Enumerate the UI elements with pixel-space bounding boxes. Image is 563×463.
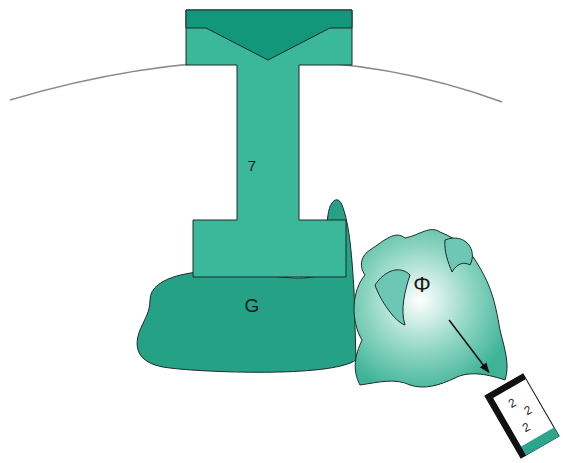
outline-path [354, 230, 507, 387]
second-messenger-card: 222 [485, 374, 559, 458]
node-outline [352, 222, 512, 392]
outline-path [485, 374, 559, 458]
effector-shape: Φ [375, 250, 470, 320]
receptor-shape: 7 [186, 10, 352, 277]
node-outline [186, 10, 352, 277]
node-outline [132, 195, 358, 380]
node-label: 7 [248, 158, 256, 173]
outline-path [485, 374, 559, 458]
outline-path [445, 238, 473, 272]
g-protein-shape: G [132, 195, 358, 380]
node-label: Φ [413, 274, 431, 296]
outline-path [137, 200, 356, 372]
outline-path [375, 270, 410, 325]
outline-path [186, 10, 352, 277]
node-outline [485, 374, 559, 458]
outline-path [186, 10, 352, 60]
node-label: G [245, 296, 260, 315]
